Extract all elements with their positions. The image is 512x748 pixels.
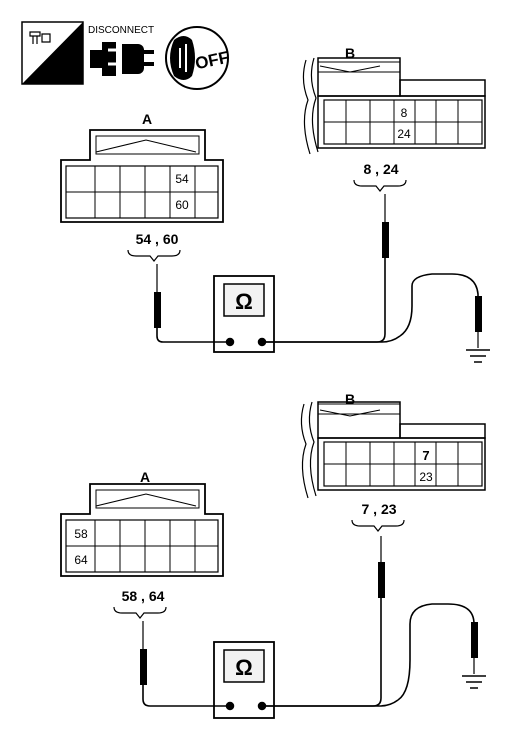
ignition-key-off-icon: OFF bbox=[165, 26, 231, 90]
connector-b: B 7 23 7 , 23 bbox=[300, 391, 486, 532]
terminal-label: 60 bbox=[175, 198, 189, 212]
hs-icon: H.S. bbox=[21, 21, 84, 85]
probe-b-lead bbox=[262, 194, 401, 343]
probe-a-label: 54 , 60 bbox=[136, 231, 179, 247]
connector-a: A 54 60 54 , 60 bbox=[60, 111, 224, 262]
probe-a-lead bbox=[140, 621, 230, 707]
terminal-label: 54 bbox=[175, 172, 189, 186]
ground-icon bbox=[462, 675, 486, 689]
probe-b-label: 7 , 23 bbox=[361, 501, 396, 517]
connector-a-name: A bbox=[140, 469, 150, 485]
connector-b: B 8 24 8 , 24 bbox=[302, 45, 486, 192]
probe-b-lead bbox=[262, 536, 399, 707]
probe-a-label: 58 , 64 bbox=[122, 588, 165, 604]
brace bbox=[353, 179, 407, 192]
brace bbox=[113, 606, 167, 619]
disconnect-icon: DISCONNECT bbox=[88, 25, 154, 76]
connector-a-name: A bbox=[142, 111, 152, 127]
hs-label: H.S. bbox=[47, 67, 74, 83]
terminal-label: 64 bbox=[74, 553, 88, 567]
connector-b-name: B bbox=[345, 391, 355, 407]
ground-lead bbox=[399, 273, 490, 363]
ground-lead bbox=[397, 603, 486, 701]
terminal-label: 58 bbox=[74, 527, 88, 541]
ground-icon bbox=[466, 349, 490, 363]
terminal-label: 23 bbox=[419, 470, 433, 484]
connector-b-name: B bbox=[345, 45, 355, 61]
brace bbox=[127, 249, 181, 262]
terminal-label: 8 bbox=[401, 106, 408, 120]
probe-a-lead bbox=[154, 264, 230, 343]
probe-b-label: 8 , 24 bbox=[363, 161, 398, 177]
brace bbox=[351, 519, 405, 532]
connector-a: A 58 64 58 , 64 bbox=[60, 469, 224, 619]
ohm-symbol: Ω bbox=[235, 289, 253, 314]
terminal-label: 24 bbox=[397, 127, 411, 141]
ohmmeter: Ω bbox=[213, 275, 275, 353]
ohm-symbol: Ω bbox=[235, 655, 253, 680]
step-2: B 7 23 7 , 23 A 58 64 58 , 64 Ω bbox=[60, 391, 486, 719]
terminal-label: 7 bbox=[422, 448, 429, 463]
step-1: B 8 24 8 , 24 A 54 60 54 , 60 Ω bbox=[60, 45, 490, 363]
disconnect-label: DISCONNECT bbox=[88, 25, 154, 36]
